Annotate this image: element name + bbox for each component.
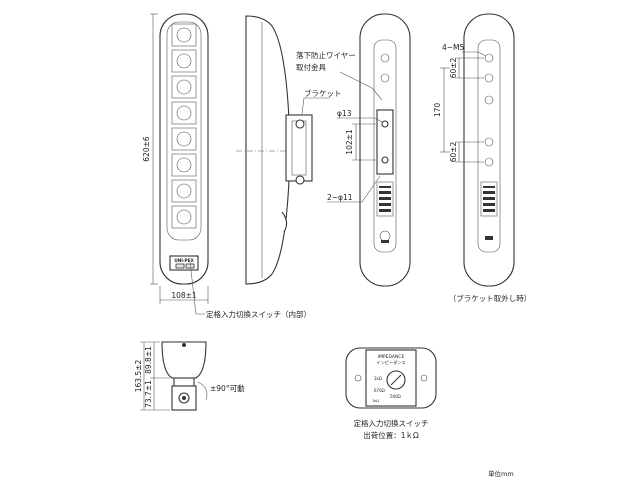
bottom-hole-pitch-dim: 60±2 [449, 141, 458, 162]
front-height-dim: 620±6 [142, 136, 151, 162]
top-hole-pitch-dim: 60±2 [449, 57, 458, 78]
rear-view-without-bracket: 4−M5 60±2 170 60±2 （ブラケット取外し時） [433, 13, 532, 303]
bracket-hole-pitch-dim: 102±1 [345, 129, 354, 155]
switch-title-label: 定格入力切換スイッチ [354, 418, 429, 428]
factory-setting-label: 出荷位置：1ｋΩ [363, 430, 419, 440]
side-detail-view: ±90°可動 163.5±2 89.8±1 73.7±1 [134, 341, 245, 411]
side-view: ブラケット [236, 15, 342, 285]
bottom-dim: 73.7±1 [144, 380, 153, 408]
impedance-text: IMPEDANCE [378, 354, 405, 360]
unit-label: 単位mm [488, 469, 514, 478]
switch-670-label: 670Ω [374, 388, 385, 393]
cabinet-height-dim: 89.8±1 [144, 346, 153, 374]
switch-1k-label: 1kΩ [374, 376, 382, 381]
rotation-label: ±90°可動 [210, 384, 245, 393]
bracket-label: ブラケット [304, 88, 342, 98]
switch-1k-alt-label: 1kΩ [372, 399, 379, 403]
center-pitch-dim: 170 [433, 103, 442, 118]
rated-input-switch-internal-label: 定格入力切換スイッチ（内部） [206, 309, 311, 319]
front-driver-grid [171, 23, 197, 229]
without-bracket-label: （ブラケット取外し時） [449, 293, 532, 303]
hole-11-label: 2−φ11 [327, 193, 353, 202]
hole-13-label: φ13 [337, 109, 352, 118]
m5-label: 4−M5 [442, 43, 465, 52]
front-width-dim: 108±1 [171, 291, 197, 300]
rear-view-with-bracket: 落下防止ワイヤー 取付金具 φ13 2−φ11 102±1 [296, 13, 411, 287]
mount-fitting-label: 取付金具 [296, 62, 326, 72]
impedance-jp-text: インピーダンス [376, 359, 405, 366]
front-view: UNI-PEX 620±6 108±1 定格入力切換スイッチ（内部） [142, 13, 311, 319]
total-depth-dim: 163.5±2 [134, 360, 143, 393]
brand-label: UNI-PEX [174, 258, 194, 263]
safety-wire-label: 落下防止ワイヤー [296, 50, 356, 60]
switch-500-label: 500Ω [390, 394, 401, 399]
switch-panel-detail: IMPEDANCE インピーダンス 1kΩ 670Ω 500Ω 1kΩ 定格入力… [345, 347, 437, 440]
